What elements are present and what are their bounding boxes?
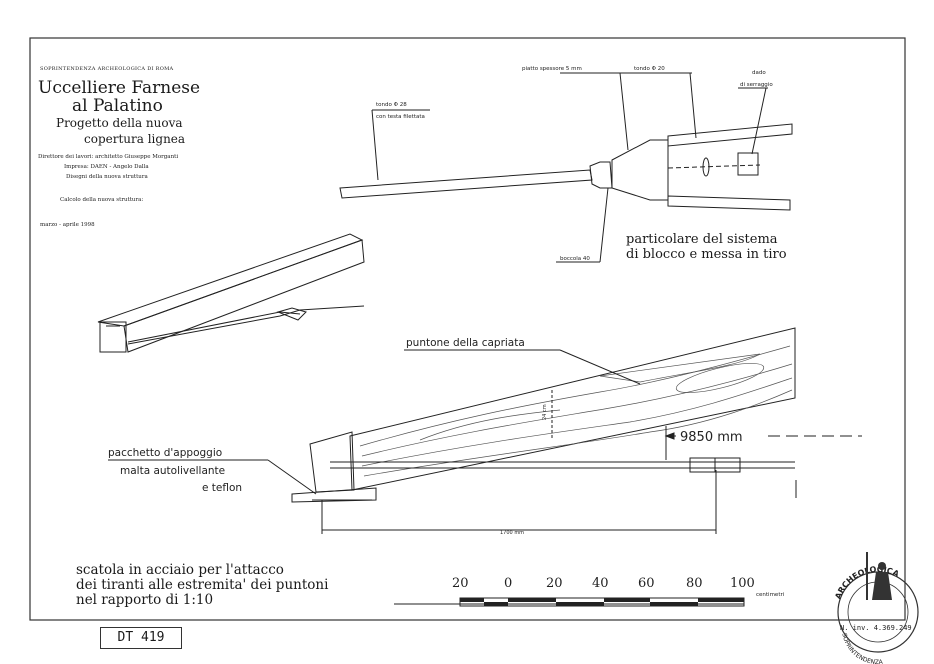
lower-bar [667, 195, 791, 211]
label-rafter: puntone della capriata [406, 337, 525, 349]
label-rod-28: tondo Φ 28 [376, 102, 407, 108]
perspective-sleeve [276, 307, 307, 321]
scale-tick-4: 60 [638, 576, 655, 591]
detail-assembly [339, 72, 793, 263]
sheet-border [29, 37, 906, 621]
label-bushing: boccola 40 [560, 256, 590, 262]
scale-tick-3: 40 [592, 576, 609, 591]
perspective-view [97, 233, 365, 353]
scale-tick-6: 100 [730, 576, 755, 591]
label-tightening: di serraggio [740, 82, 773, 88]
note-line2: dei tiranti alle estremita' dei puntoni [76, 577, 329, 593]
scale-unit: centimetri [756, 592, 785, 598]
stamp-inventory: N. inv. 4.369.249 [840, 624, 912, 632]
label-rod-20: tondo Φ 20 [634, 66, 665, 72]
label-support: pacchetto d'appoggio [108, 447, 222, 459]
label-threaded-head: con testa filettata [376, 114, 425, 120]
scale-tick-2: 20 [546, 576, 563, 591]
scale-bar: 20 0 20 40 60 80 100 centimetri [394, 576, 785, 607]
label-section: 24 cm [542, 404, 548, 420]
label-teflon: e teflon [202, 482, 242, 494]
upper-bar [667, 123, 793, 147]
stamp-figure-icon [866, 552, 892, 600]
bushing-cone [589, 161, 613, 189]
inner-rod [667, 164, 761, 169]
design-credit: Disegni della nuova struttura [66, 174, 148, 180]
scale-tick-5: 80 [686, 576, 703, 591]
perspective-box [99, 321, 127, 353]
main-rafter [108, 327, 862, 534]
conical-sleeve [611, 139, 669, 201]
label-mortar: malta autolivellante [120, 465, 225, 477]
archive-code: DT 419 [100, 627, 182, 649]
wood-grain [359, 345, 793, 477]
subtitle-line2: copertura lignea [84, 132, 186, 146]
scale-tick-1: 0 [504, 576, 512, 591]
label-nuts: dado [752, 70, 766, 76]
title-line2: al Palatino [72, 96, 163, 116]
detail-caption-line1: particolare del sistema [626, 232, 778, 247]
note-line1: scatola in acciaio per l'attacco [76, 562, 284, 578]
perspective-beam-side [123, 239, 365, 353]
calculation-credit: Calcolo della nuova struttura: [60, 197, 144, 203]
subtitle-line1: Progetto della nuova [56, 116, 183, 130]
washer [702, 157, 710, 177]
detail-caption-line2: di blocco e messa in tiro [626, 247, 787, 262]
scale-tick-0: 20 [452, 576, 469, 591]
label-length: 1700 mm [500, 530, 524, 536]
superintendency: SOPRINTENDENZA ARCHEOLOGICA DI ROMA [40, 66, 174, 72]
main-labels: puntone della capriata 24 cm pacchetto d… [108, 337, 743, 536]
drawing-date: marzo - aprile 1998 [40, 222, 95, 228]
scale-tick-labels: 20 0 20 40 60 80 100 [452, 576, 755, 591]
label-span: 9850 mm [680, 430, 743, 445]
note-line3: nel rapporto di 1:10 [76, 592, 214, 608]
scale-segments [460, 598, 744, 606]
director-credit: Direttore dei lavori: architetto Giusepp… [38, 154, 179, 160]
nut [737, 152, 759, 176]
support-pad [291, 487, 377, 503]
detail-labels: piatto spessore 5 mm tondo Φ 20 dado di … [376, 66, 773, 262]
rafter-outline [349, 327, 796, 491]
perspective-beam-top [97, 233, 364, 327]
company-credit: Impresa: DAEN - Angelo Dalla [64, 164, 149, 170]
label-spacer-plate: piatto spessore 5 mm [522, 66, 582, 72]
title-line1: Uccelliere Farnese [38, 78, 201, 98]
